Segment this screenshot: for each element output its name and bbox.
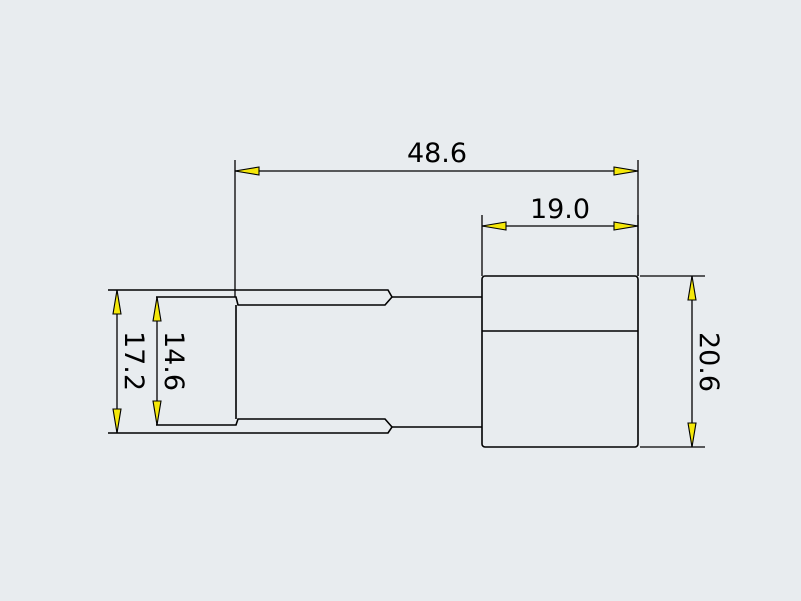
flange-height-label: 17.2: [118, 331, 149, 391]
arrow-right: [613, 166, 639, 176]
dimension-overall-length: 48.6: [234, 138, 639, 297]
part-outline: [108, 275, 639, 448]
arrow-up: [112, 289, 122, 315]
head-length-label: 19.0: [530, 194, 590, 225]
dimension-body-height: 14.6: [152, 296, 189, 426]
dimension-flange-height: 17.2: [112, 289, 149, 434]
dimension-head-length: 19.0: [481, 194, 639, 276]
overall-length-label: 48.6: [407, 138, 467, 169]
arrow-left: [481, 221, 507, 231]
head-height-label: 20.6: [693, 332, 724, 392]
arrow-up: [152, 296, 162, 322]
arrow-up: [687, 275, 697, 301]
arrow-down: [687, 422, 697, 448]
arrow-right: [613, 221, 639, 231]
arrow-left: [234, 166, 260, 176]
arrow-down: [152, 400, 162, 426]
dimension-head-height: 20.6: [640, 275, 724, 448]
body-height-label: 14.6: [158, 331, 189, 391]
arrow-down: [112, 408, 122, 434]
